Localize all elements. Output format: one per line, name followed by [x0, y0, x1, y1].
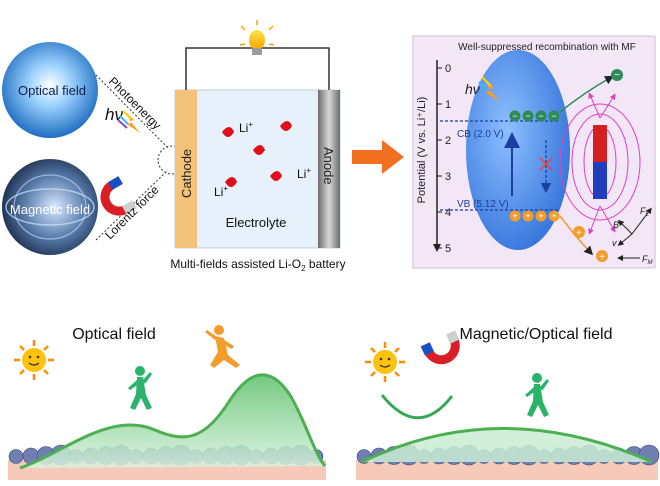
hole	[548, 210, 560, 222]
svg-text:Li+: Li+	[214, 184, 228, 199]
light-bulb-icon	[239, 20, 275, 55]
sun-icon	[14, 340, 54, 380]
bottom-left-title: Optical field	[72, 326, 156, 343]
optical-field-label: Optical field	[18, 83, 86, 98]
sun-icon	[365, 342, 405, 382]
vb-label: VB (5.12 V)	[457, 199, 509, 210]
cb-label: CB (2.0 V)	[457, 129, 504, 140]
battery-caption: Multi-fields assisted Li-O2 battery	[170, 257, 345, 273]
svg-text:Li+: Li+	[297, 166, 311, 181]
li-ion	[280, 121, 292, 131]
particle	[8, 449, 24, 464]
electron	[522, 110, 534, 122]
hole-sign: +	[512, 211, 517, 221]
energy-hill	[20, 374, 325, 468]
y-tick-label: 5	[445, 243, 451, 255]
anode	[318, 90, 340, 248]
band-diagram-title: Well-suppressed recombination with MF	[458, 42, 636, 53]
hole	[522, 210, 534, 222]
electron	[548, 110, 560, 122]
hole-group: + + + +	[509, 210, 560, 222]
y-ticks: 0 1 2 3 4 5	[437, 63, 451, 255]
force-b-label: B	[613, 220, 619, 230]
hole-sign: +	[525, 211, 530, 221]
band-diagram-panel: Well-suppressed recombination with MF Po…	[412, 35, 656, 269]
light-ray-icon	[117, 110, 140, 133]
hole-sign: +	[551, 211, 556, 221]
cathode	[175, 90, 197, 248]
hv-label: hν	[105, 105, 123, 124]
y-tick-label: 3	[445, 171, 451, 183]
horseshoe-magnet-icon	[420, 330, 460, 365]
li-o2-battery: Cathode Anode Li+ Li+ Li+ Electrol	[174, 20, 341, 249]
energy-hill-outline	[19, 373, 327, 470]
process-arrow	[352, 140, 404, 174]
li-ion: Li+	[222, 120, 253, 137]
li-ion: Li+	[270, 166, 311, 181]
magnetic-barrier-arc	[380, 394, 454, 420]
light-ray-icon	[478, 76, 500, 102]
electron-escape-path	[559, 75, 614, 113]
y-tick-label: 0	[445, 63, 451, 75]
force-m-label: FM	[642, 254, 653, 266]
optical-field-sphere: Optical field	[2, 42, 98, 138]
magnetic-field-label: Magnetic field	[10, 202, 90, 217]
escaping-electron	[611, 69, 623, 81]
force-v-label: v	[612, 238, 617, 248]
force-vector-triad	[617, 207, 652, 261]
hole-sign: +	[599, 252, 605, 263]
magnetic-field-sphere: Magnetic field	[2, 159, 98, 255]
escaping-hole	[573, 226, 585, 238]
escaping-hole	[596, 250, 608, 262]
y-tick-label: 2	[445, 135, 451, 147]
electron-sign: −	[512, 111, 517, 121]
horseshoe-magnet-icon	[100, 176, 137, 216]
bar-magnet-south	[593, 162, 607, 199]
substrate	[356, 460, 658, 480]
force-lorentz-label: FL	[640, 206, 649, 218]
running-person-icon	[128, 366, 152, 410]
hole	[509, 210, 521, 222]
bottom-right-title: Magnetic/Optical field	[460, 326, 613, 343]
electron-sign: −	[525, 111, 530, 121]
band-hv-label: hν	[465, 81, 480, 97]
y-tick-label: 1	[445, 99, 451, 111]
electron	[535, 110, 547, 122]
bar-magnet-north	[593, 125, 607, 162]
y-tick-label: 4	[445, 207, 451, 219]
anode-label: Anode	[321, 147, 336, 185]
electron-sign: −	[551, 111, 556, 121]
hole	[535, 210, 547, 222]
electron-group: −−−−	[509, 110, 560, 122]
blocked-cross-icon	[539, 157, 553, 171]
li-ion	[253, 145, 265, 155]
electron-sign: −	[538, 111, 543, 121]
y-axis-label: Potential (V vs. Li⁺/Li)	[416, 97, 428, 204]
running-person-icon	[525, 373, 549, 417]
falling-person-icon	[205, 325, 240, 368]
hole-sign: +	[538, 211, 543, 221]
hole-sign: +	[576, 228, 582, 239]
electron	[509, 110, 521, 122]
electron-sign: −	[614, 70, 620, 81]
electrolyte-label: Electrolyte	[226, 215, 287, 230]
svg-text:Li+: Li+	[239, 120, 253, 135]
cathode-label: Cathode	[179, 149, 194, 198]
flattened-energy-hill-outline	[361, 427, 653, 464]
semiconductor-particle	[466, 50, 570, 250]
li-ion: Li+	[214, 177, 237, 199]
